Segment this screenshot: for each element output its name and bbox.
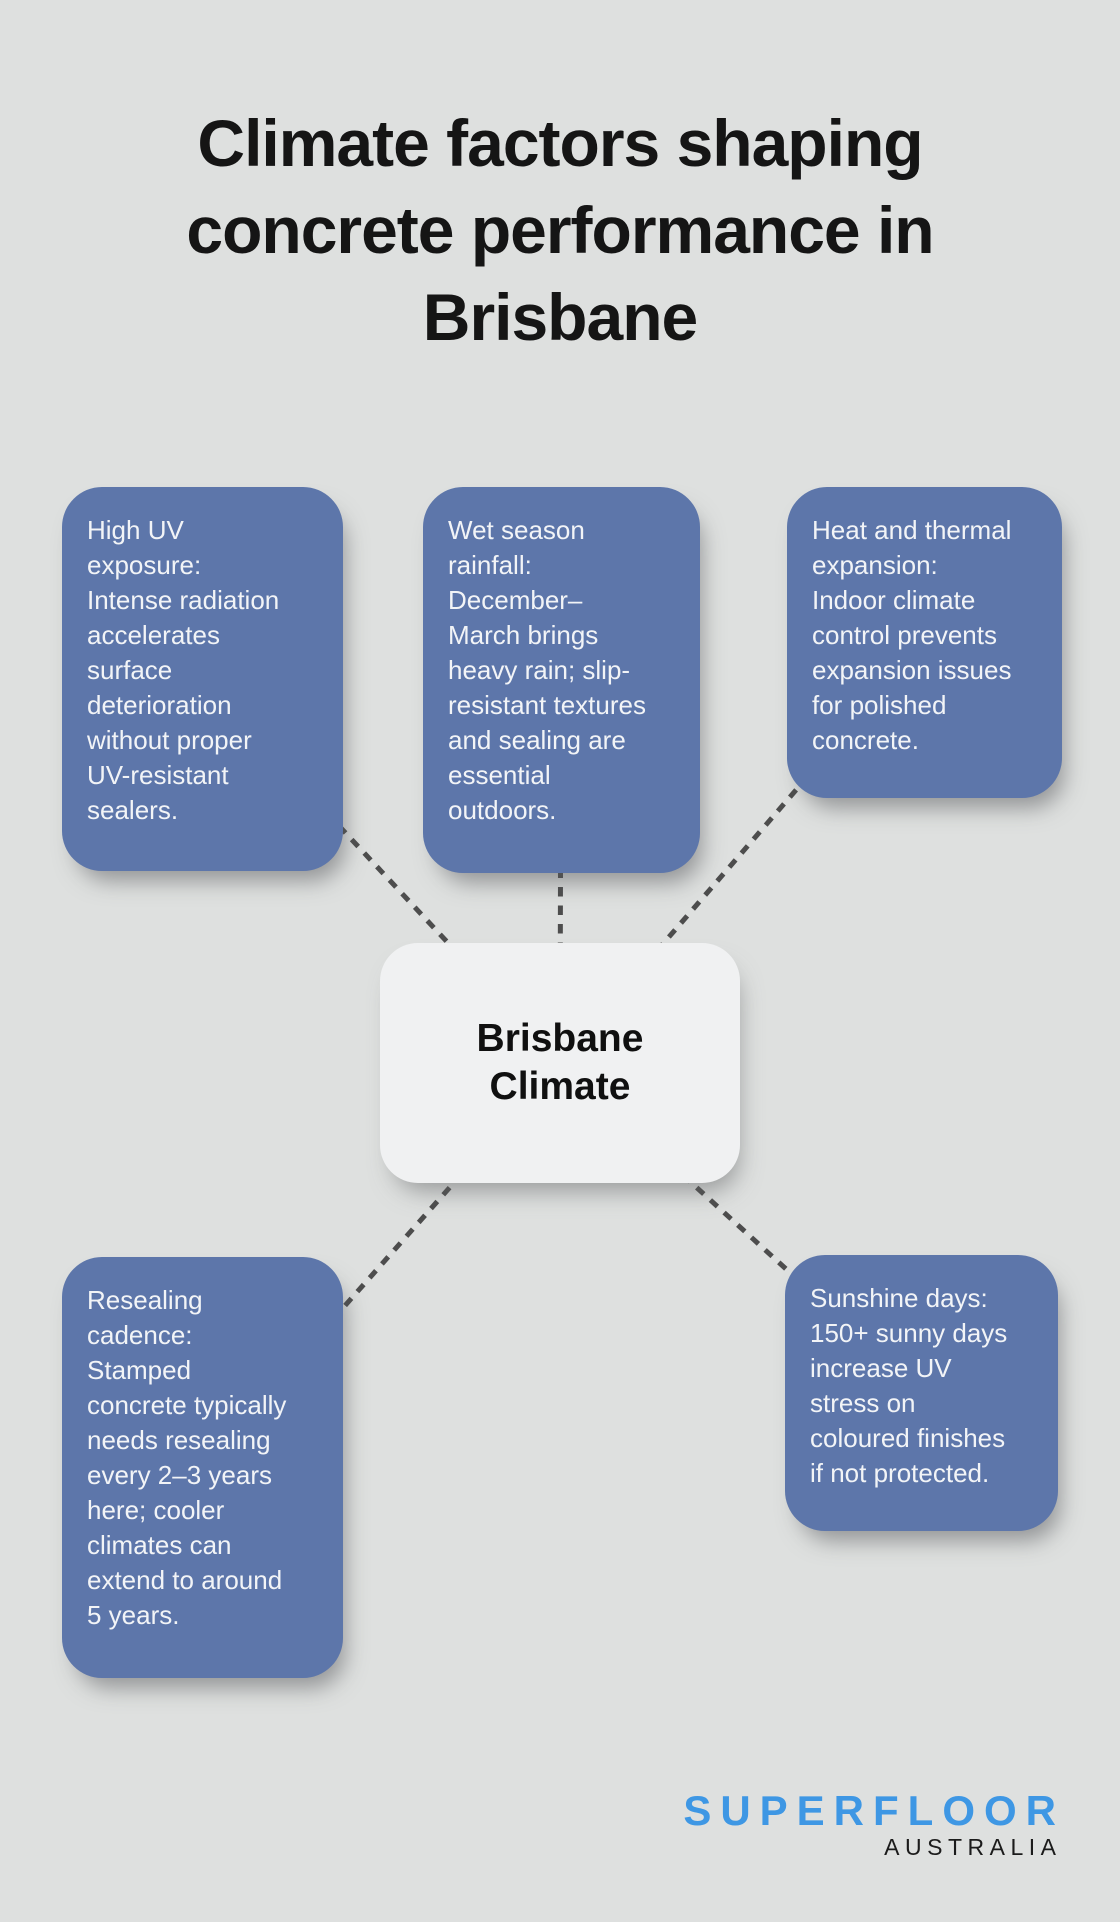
factor-box-sunshine-days: Sunshine days: 150+ sunny days increase … xyxy=(785,1255,1058,1531)
logo-brand-text: SUPERFLOOR xyxy=(683,1787,1065,1834)
superfloor-logo: SUPERFLOOR AUSTRALIA xyxy=(683,1790,1056,1860)
factor-text: Heat and thermal expansion: Indoor clima… xyxy=(812,515,1012,755)
logo-region-text: AUSTRALIA xyxy=(884,1834,1062,1860)
factor-text: Wet season rainfall: December– March bri… xyxy=(448,515,646,825)
page-title: Climate factors shaping concrete perform… xyxy=(186,106,934,354)
factor-text: Sunshine days: 150+ sunny days increase … xyxy=(810,1283,1008,1488)
factor-text: High UV exposure: Intense radiation acce… xyxy=(87,515,280,825)
center-node-brisbane-climate: Brisbane Climate xyxy=(380,943,740,1183)
factor-box-heat-thermal-expansion: Heat and thermal expansion: Indoor clima… xyxy=(787,487,1062,798)
factor-box-high-uv-exposure: High UV exposure: Intense radiation acce… xyxy=(62,487,343,871)
factor-box-wet-season-rainfall: Wet season rainfall: December– March bri… xyxy=(423,487,700,873)
center-node-label: Brisbane Climate xyxy=(476,1017,644,1108)
factor-text: Resealing cadence: Stamped concrete typi… xyxy=(87,1285,287,1630)
factor-box-resealing-cadence: Resealing cadence: Stamped concrete typi… xyxy=(62,1257,343,1678)
